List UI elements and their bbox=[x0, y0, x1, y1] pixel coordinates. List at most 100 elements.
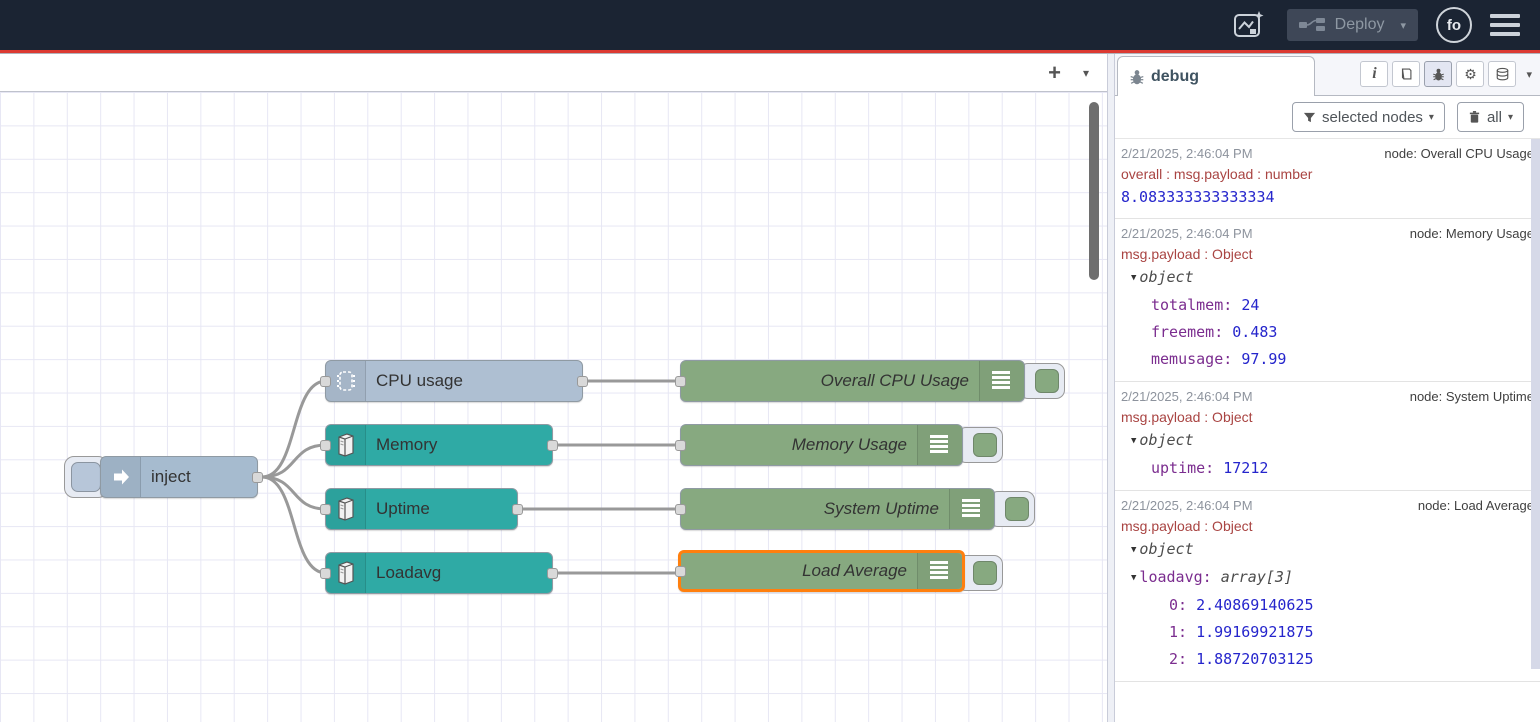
user-avatar[interactable]: fo bbox=[1436, 7, 1472, 43]
output-port[interactable] bbox=[252, 471, 263, 483]
inject-arrow-icon bbox=[101, 457, 141, 497]
message-node-name: node: Load Average bbox=[1417, 498, 1534, 513]
sidebar-tab-bar: debug i ⚙ bbox=[1115, 54, 1540, 96]
server-icon bbox=[326, 553, 366, 593]
node-label: Memory Usage bbox=[791, 435, 907, 454]
ai-flow-builder-icon[interactable] bbox=[1229, 7, 1269, 43]
debug-message[interactable]: 2/21/2025, 2:46:04 PM node: Overall CPU … bbox=[1115, 139, 1540, 219]
deploy-status-bar bbox=[0, 50, 1540, 53]
message-value: 8.083333333333334 bbox=[1121, 188, 1275, 206]
funnel-icon bbox=[1303, 112, 1316, 122]
input-port[interactable] bbox=[320, 503, 331, 515]
node-uptime[interactable]: Uptime bbox=[320, 488, 523, 530]
input-port[interactable] bbox=[675, 503, 686, 515]
debug-filter-row: selected nodes ▾ all ▾ bbox=[1115, 96, 1540, 138]
server-icon bbox=[326, 489, 366, 529]
entry-key: 1: bbox=[1169, 623, 1188, 641]
entry-value: 1.88720703125 bbox=[1196, 650, 1314, 668]
canvas-scrollbar[interactable] bbox=[1089, 102, 1099, 280]
entry-key: totalmem: bbox=[1151, 296, 1233, 314]
entry-key: 0: bbox=[1169, 596, 1188, 614]
node-debug-overall-cpu-usage[interactable]: Overall CPU Usage bbox=[675, 360, 1025, 402]
output-port[interactable] bbox=[547, 567, 558, 579]
collapse-caret-icon[interactable]: ▼ bbox=[1131, 436, 1137, 446]
ai-flow-builder-glyph bbox=[1233, 11, 1264, 37]
context-data-tab-button[interactable] bbox=[1488, 61, 1517, 87]
entry-key: 2: bbox=[1169, 650, 1188, 668]
node-cpu-usage[interactable]: CPU usage bbox=[320, 360, 588, 402]
collapse-caret-icon[interactable]: ▼ bbox=[1131, 273, 1137, 283]
tree-object-row[interactable]: ▼object bbox=[1121, 427, 1534, 455]
node-label: Uptime bbox=[376, 499, 430, 518]
collapse-caret-icon[interactable]: ▼ bbox=[1131, 545, 1137, 555]
tree-entry-row: 2: 1.88720703125 bbox=[1121, 646, 1534, 673]
node-debug-load-average[interactable]: Load Average bbox=[675, 550, 965, 592]
node-debug-memory-usage[interactable]: Memory Usage bbox=[675, 424, 963, 466]
input-port[interactable] bbox=[675, 375, 686, 387]
filter-nodes-label: selected nodes bbox=[1322, 108, 1423, 126]
collapse-caret-icon[interactable]: ▼ bbox=[1131, 573, 1137, 583]
help-tab-button[interactable] bbox=[1392, 61, 1421, 87]
info-tab-button[interactable]: i bbox=[1360, 61, 1389, 87]
node-label: Load Average bbox=[802, 561, 907, 580]
sidebar-tabs-caret-icon[interactable]: ▾ bbox=[1526, 68, 1532, 81]
node-label: Memory bbox=[376, 435, 438, 454]
object-label: object bbox=[1139, 540, 1194, 558]
debug-enable-toggle[interactable] bbox=[1019, 363, 1065, 399]
wire[interactable] bbox=[260, 443, 328, 479]
output-port[interactable] bbox=[512, 503, 523, 515]
debug-tab-button[interactable] bbox=[1424, 61, 1453, 87]
debug-console-icon bbox=[949, 489, 994, 529]
debug-message[interactable]: 2/21/2025, 2:46:04 PM node: Load Average… bbox=[1115, 491, 1540, 682]
output-port[interactable] bbox=[577, 375, 588, 387]
node-loadavg[interactable]: Loadavg bbox=[320, 552, 558, 594]
filter-nodes-button[interactable]: selected nodes ▾ bbox=[1292, 102, 1445, 132]
config-nodes-tab-button[interactable]: ⚙ bbox=[1456, 61, 1485, 87]
tree-array-row[interactable]: ▼loadavg: array[3] bbox=[1121, 564, 1534, 592]
entry-key: memusage: bbox=[1151, 350, 1233, 368]
database-icon bbox=[1496, 67, 1509, 80]
input-port[interactable] bbox=[320, 375, 331, 387]
flow-canvas[interactable]: inject CPU usage bbox=[0, 92, 1107, 722]
wire[interactable] bbox=[260, 475, 328, 575]
tree-entry-row: 0: 2.40869140625 bbox=[1121, 592, 1534, 619]
tab-debug[interactable]: debug bbox=[1117, 56, 1315, 96]
main-menu-icon[interactable] bbox=[1490, 14, 1520, 36]
message-timestamp: 2/21/2025, 2:46:04 PM bbox=[1121, 389, 1253, 404]
input-port[interactable] bbox=[675, 439, 686, 451]
clear-messages-button[interactable]: all ▾ bbox=[1456, 102, 1524, 132]
cpu-chip-icon bbox=[326, 361, 366, 401]
output-port[interactable] bbox=[547, 439, 558, 451]
tree-entry-row: uptime: 17212 bbox=[1121, 455, 1534, 482]
debug-message-list: 2/21/2025, 2:46:04 PM node: Overall CPU … bbox=[1115, 138, 1540, 722]
sidebar-splitter[interactable] bbox=[1107, 54, 1115, 722]
deploy-caret-icon[interactable]: ▾ bbox=[1400, 19, 1406, 32]
entry-value: 17212 bbox=[1223, 459, 1269, 477]
clear-messages-label: all bbox=[1486, 108, 1502, 126]
message-node-name: node: Memory Usage bbox=[1409, 226, 1534, 241]
tree-entry-row: memusage: 97.99 bbox=[1121, 346, 1534, 373]
input-port[interactable] bbox=[320, 439, 331, 451]
tree-object-row[interactable]: ▼object bbox=[1121, 264, 1534, 292]
entry-value: 1.99169921875 bbox=[1196, 623, 1314, 641]
debug-enable-toggle[interactable] bbox=[989, 491, 1035, 527]
debug-enable-toggle[interactable] bbox=[957, 427, 1003, 463]
wire[interactable] bbox=[260, 475, 328, 511]
add-flow-button[interactable]: + bbox=[1048, 59, 1061, 85]
input-port[interactable] bbox=[320, 567, 331, 579]
node-memory[interactable]: Memory bbox=[320, 424, 558, 466]
debug-message[interactable]: 2/21/2025, 2:46:04 PM node: System Uptim… bbox=[1115, 382, 1540, 491]
wire[interactable] bbox=[260, 379, 328, 479]
node-debug-system-uptime[interactable]: System Uptime bbox=[675, 488, 995, 530]
message-property: msg.payload : Object bbox=[1121, 246, 1253, 262]
debug-message[interactable]: 2/21/2025, 2:46:04 PM node: Memory Usage… bbox=[1115, 219, 1540, 382]
input-port[interactable] bbox=[675, 565, 686, 577]
message-property: overall : msg.payload : number bbox=[1121, 166, 1313, 182]
node-inject[interactable]: inject bbox=[100, 456, 263, 498]
deploy-button[interactable]: Deploy ▾ bbox=[1286, 9, 1418, 41]
entry-key: loadavg: bbox=[1139, 568, 1212, 586]
flow-list-caret-icon[interactable]: ▾ bbox=[1082, 65, 1089, 80]
tree-object-row[interactable]: ▼object bbox=[1121, 536, 1534, 564]
node-label: CPU usage bbox=[376, 371, 463, 390]
sidebar-scrollbar[interactable] bbox=[1531, 139, 1540, 669]
